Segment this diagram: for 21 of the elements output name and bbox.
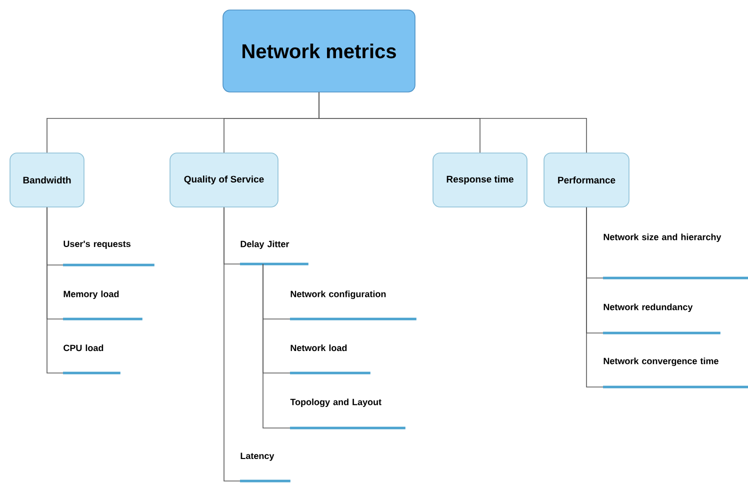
category-box: Quality of Service xyxy=(170,152,278,208)
underlined-item: Delay Jitter xyxy=(240,240,308,266)
underlined-item: Network convergence time xyxy=(603,358,748,388)
underlined-item: Latency xyxy=(240,452,290,482)
connector-line xyxy=(224,207,240,482)
underlined-item: Topology and Layout xyxy=(290,398,406,430)
underlined-item: Memory load xyxy=(63,290,142,320)
connector-line xyxy=(262,264,290,428)
underlined-item: Network configuration xyxy=(290,290,416,320)
category-box: Response time xyxy=(432,152,528,208)
underlined-item: Network redundancy xyxy=(603,304,720,334)
underlined-item: User's requests xyxy=(63,240,154,266)
underlined-item: Network load xyxy=(290,344,370,374)
underlined-item: Network size and hierarchy xyxy=(603,234,748,280)
category-box: Bandwidth xyxy=(10,152,84,208)
connector-line xyxy=(586,207,604,388)
title-box: Network metrics xyxy=(222,10,416,92)
category-box: Performance xyxy=(544,152,630,208)
connector-line xyxy=(46,207,64,374)
underlined-item: CPU load xyxy=(63,344,120,374)
connector-line xyxy=(318,92,587,153)
